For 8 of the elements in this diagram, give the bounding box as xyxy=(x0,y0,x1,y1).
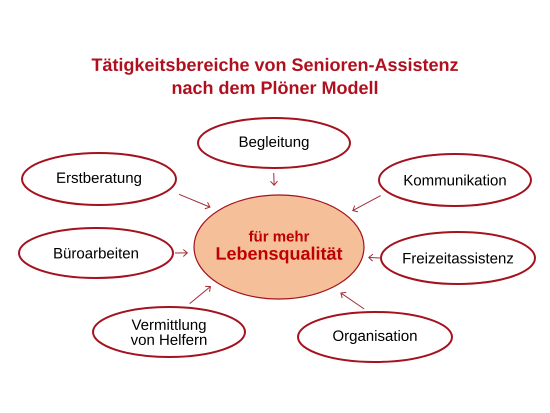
arrow xyxy=(189,286,211,304)
arrow xyxy=(270,172,278,186)
arrow xyxy=(174,248,188,257)
arrow xyxy=(178,194,211,210)
arrow xyxy=(368,254,380,262)
arrow xyxy=(352,195,382,212)
arrow xyxy=(340,292,365,310)
title: Tätigkeitsbereiche von Senioren-Assistenz nach dem Plöner Modell xyxy=(92,58,458,94)
